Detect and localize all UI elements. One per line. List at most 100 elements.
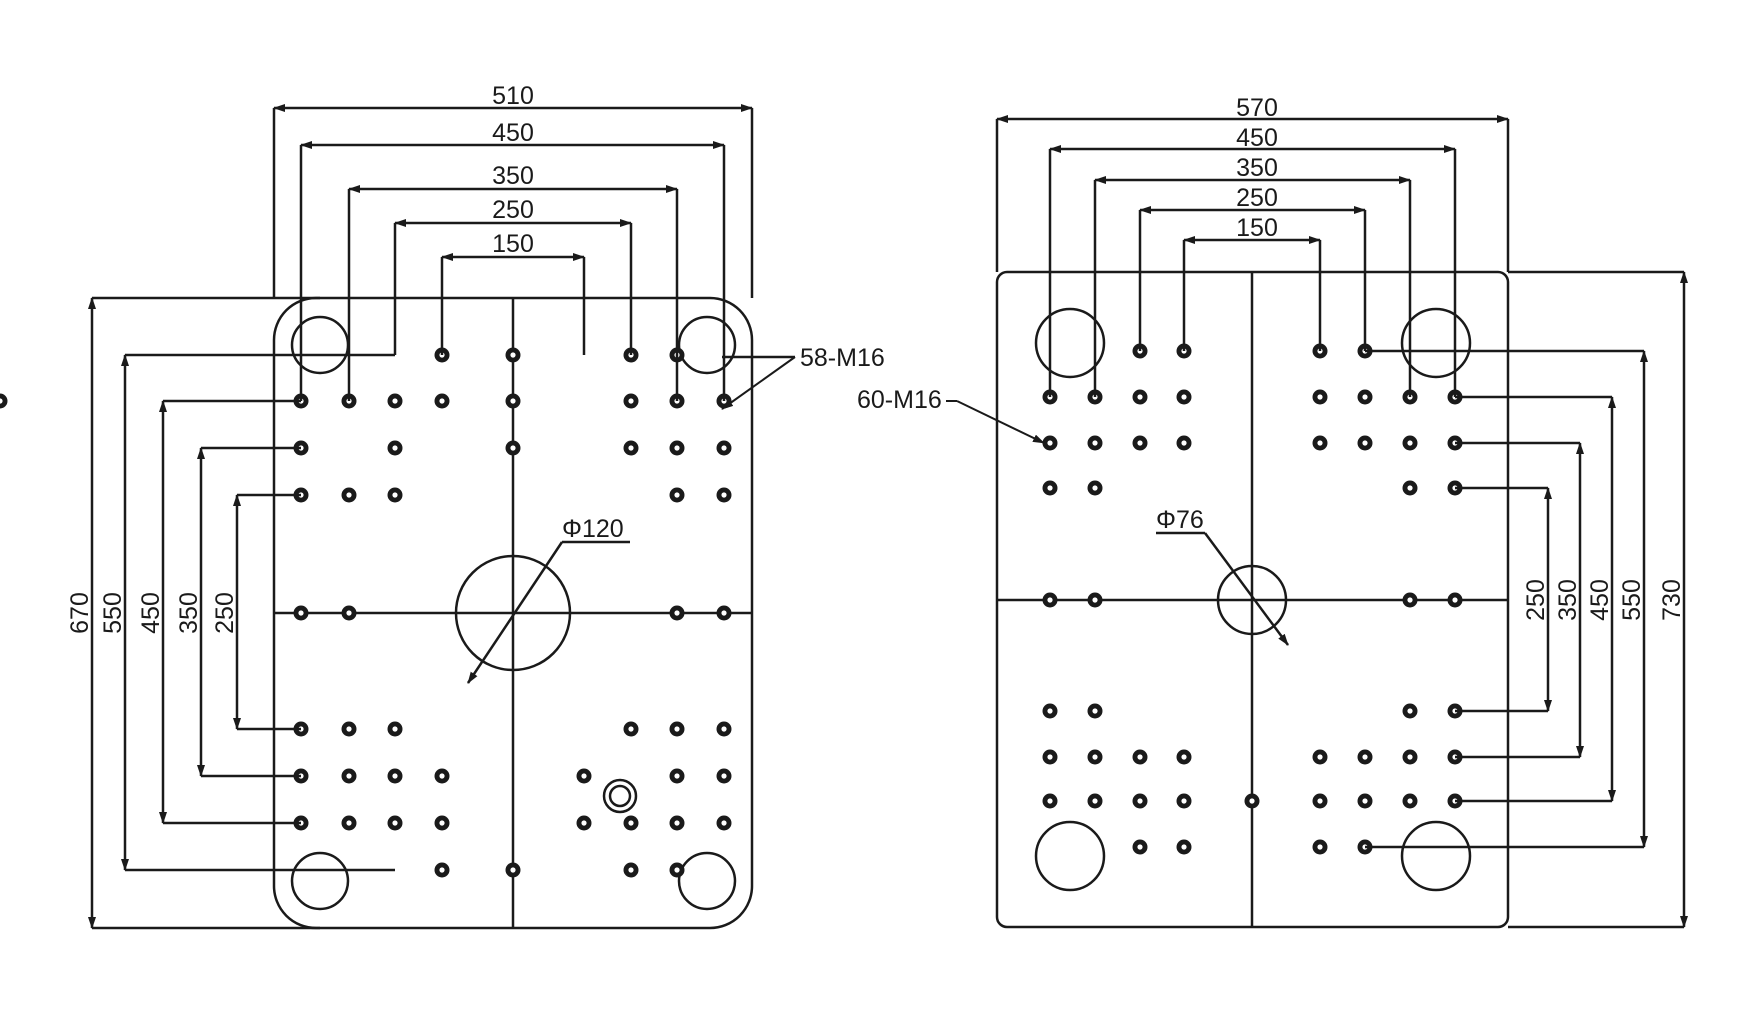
right-bolt-hole-center bbox=[1092, 708, 1098, 714]
right-bolt-hole-center bbox=[1317, 844, 1323, 850]
left-bolt-hole-center bbox=[628, 398, 634, 404]
right-bolt-hole-center bbox=[1407, 754, 1413, 760]
left-bolt-hole-center bbox=[721, 610, 727, 616]
right-bolt-hole-center bbox=[1407, 708, 1413, 714]
right-tie-bar-hole-bottom-right bbox=[1400, 820, 1472, 892]
left-width-dim-350: 350 bbox=[492, 162, 534, 190]
left-height-dim-250: 250 bbox=[211, 592, 239, 634]
right-width-dimensions bbox=[995, 115, 1510, 397]
left-bolt-hole-center bbox=[439, 398, 445, 404]
right-bolt-hole-center bbox=[1181, 844, 1187, 850]
left-bolt-hole-center bbox=[674, 610, 680, 616]
right-hole-callout: 60-M16 bbox=[857, 386, 942, 414]
left-bolt-hole-center bbox=[0, 398, 3, 404]
right-tie-bar-hole-top-right bbox=[1400, 307, 1472, 379]
right-bolt-hole-center bbox=[1249, 798, 1255, 804]
left-bolt-hole-center bbox=[674, 445, 680, 451]
right-bolt-hole-center bbox=[1047, 754, 1053, 760]
right-bolt-hole-center bbox=[1317, 798, 1323, 804]
right-width-dim-250: 250 bbox=[1236, 184, 1278, 212]
right-platen bbox=[946, 270, 1510, 929]
right-bolt-hole-center bbox=[1092, 485, 1098, 491]
right-bolt-hole-center bbox=[1407, 485, 1413, 491]
left-platen bbox=[272, 296, 796, 930]
right-hole-callout-leader-diag bbox=[956, 400, 1045, 444]
left-bolt-hole-center bbox=[439, 820, 445, 826]
left-bolt-hole-center bbox=[392, 398, 398, 404]
right-bolt-hole-center bbox=[1137, 754, 1143, 760]
right-bolt-hole-center bbox=[1362, 440, 1368, 446]
right-bolt-hole-center bbox=[1092, 597, 1098, 603]
right-tie-bar-hole-top-left bbox=[1034, 307, 1106, 379]
left-bolt-hole-center bbox=[392, 820, 398, 826]
right-height-dim-450: 450 bbox=[1586, 579, 1614, 621]
right-bolt-hole-center bbox=[1407, 440, 1413, 446]
right-height-dim-250: 250 bbox=[1522, 579, 1550, 621]
right-bolt-hole-center bbox=[1047, 798, 1053, 804]
right-height-dim-550: 550 bbox=[1618, 579, 1646, 621]
left-center-hole-leader bbox=[466, 541, 564, 684]
left-bolt-hole-center bbox=[721, 820, 727, 826]
left-bolt-hole-center bbox=[392, 445, 398, 451]
left-bolt-hole-center bbox=[581, 820, 587, 826]
left-height-dim-labels: 670 550 450 350 250 bbox=[66, 592, 239, 634]
left-bolt-hole-center bbox=[721, 492, 727, 498]
left-bolt-hole-center bbox=[721, 773, 727, 779]
left-bolt-hole-center bbox=[510, 352, 516, 358]
left-bolt-hole-center bbox=[392, 726, 398, 732]
right-bolt-hole-center bbox=[1137, 844, 1143, 850]
left-height-dimensions bbox=[88, 296, 395, 930]
right-height-dim-730: 730 bbox=[1658, 579, 1686, 621]
right-bolt-hole-center bbox=[1407, 597, 1413, 603]
left-width-dim-labels: 510 450 350 250 150 bbox=[492, 82, 534, 258]
right-height-dim-labels: 250 350 450 550 730 bbox=[1522, 579, 1686, 621]
right-bolt-hole-center bbox=[1362, 754, 1368, 760]
left-height-dim-670: 670 bbox=[66, 592, 94, 634]
left-locating-ring-inner bbox=[608, 784, 632, 808]
right-bolt-hole-center bbox=[1047, 597, 1053, 603]
right-width-dim-450: 450 bbox=[1236, 124, 1278, 152]
right-height-dimensions bbox=[1365, 270, 1688, 929]
left-width-dimensions bbox=[272, 104, 754, 401]
left-bolt-hole-center bbox=[674, 773, 680, 779]
right-bolt-hole-center bbox=[1047, 485, 1053, 491]
right-bolt-hole-center bbox=[1092, 440, 1098, 446]
left-bolt-hole bbox=[0, 393, 8, 409]
left-bolt-hole-center bbox=[628, 820, 634, 826]
left-tie-bar-hole-top-right bbox=[677, 315, 737, 375]
right-width-dim-350: 350 bbox=[1236, 154, 1278, 182]
left-bolt-hole-center bbox=[346, 610, 352, 616]
left-bolt-hole-center bbox=[510, 398, 516, 404]
left-center-hole bbox=[454, 554, 572, 672]
right-bolt-hole-center bbox=[1407, 798, 1413, 804]
left-bolt-hole-center bbox=[346, 773, 352, 779]
right-tie-bar-hole-bottom-left bbox=[1034, 820, 1106, 892]
right-height-dim-350: 350 bbox=[1554, 579, 1582, 621]
left-bolt-hole-center bbox=[674, 492, 680, 498]
left-bolt-hole-center bbox=[510, 445, 516, 451]
left-width-dim-450: 450 bbox=[492, 119, 534, 147]
left-bolt-hole-center bbox=[439, 867, 445, 873]
left-center-hole-callout: Φ120 bbox=[562, 515, 624, 543]
left-bolt-hole-center bbox=[628, 445, 634, 451]
left-bolt-hole-center bbox=[392, 492, 398, 498]
left-height-dim-450: 450 bbox=[137, 592, 165, 634]
right-width-dim-570: 570 bbox=[1236, 94, 1278, 122]
right-center-hole-leader bbox=[1203, 532, 1290, 646]
left-height-dim-350: 350 bbox=[175, 592, 203, 634]
left-tie-bar-hole-bottom-right bbox=[677, 851, 737, 911]
right-bolt-hole-center bbox=[1181, 440, 1187, 446]
right-bolt-hole-center bbox=[1047, 708, 1053, 714]
right-width-dim-labels: 570 450 350 250 150 bbox=[1236, 94, 1278, 242]
right-bolt-hole-center bbox=[1317, 394, 1323, 400]
right-bolt-holes bbox=[1042, 343, 1463, 855]
left-locating-ring bbox=[602, 778, 638, 814]
right-bolt-hole-center bbox=[1137, 394, 1143, 400]
right-bolt-hole-center bbox=[1137, 440, 1143, 446]
left-bolt-hole-center bbox=[721, 726, 727, 732]
right-bolt-hole-center bbox=[1317, 440, 1323, 446]
left-bolt-hole-center bbox=[674, 867, 680, 873]
left-bolt-hole-center bbox=[628, 726, 634, 732]
right-bolt-hole-center bbox=[1362, 798, 1368, 804]
